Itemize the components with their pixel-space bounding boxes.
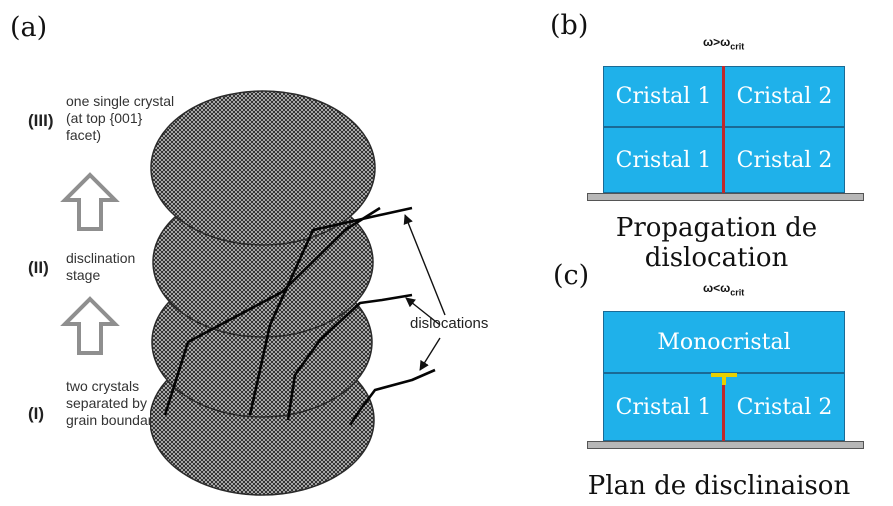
panel-c-substrate <box>587 441 864 449</box>
panel-a-letter: (a) <box>10 12 48 43</box>
panel-b-substrate <box>587 193 864 201</box>
omega-condition-b-sub: crit <box>730 41 745 52</box>
panel-b-top-crystal-1: Cristal 1 <box>603 66 724 127</box>
dislocations-label: dislocations <box>410 315 489 332</box>
panel-b-grain-boundary-line <box>722 66 725 193</box>
omega-condition-c: ω<ωcrit <box>703 281 744 297</box>
panel-c-letter: (c) <box>553 260 590 291</box>
omega-condition-c-symbol: ω<ω <box>703 281 731 295</box>
up-arrow-icon <box>60 296 120 355</box>
stage-three-text: one single crystal (at top {001} facet) <box>66 93 175 143</box>
stage-one: (I) two crystals separated by grain boun… <box>28 378 168 458</box>
stacked-crystal-discs <box>150 90 446 496</box>
panel-c-crystal-2: Cristal 2 <box>724 373 845 441</box>
stage-three-roman: (III) <box>28 111 54 130</box>
panel-c-monocrystal: Monocristal <box>603 311 845 373</box>
stage-one-text: two crystals separated by grain boundary <box>66 378 160 428</box>
disclination-t-icon <box>711 373 737 385</box>
panel-b-caption: Propagation de dislocation <box>615 213 818 273</box>
panel-b-bottom-crystal-1: Cristal 1 <box>603 127 724 193</box>
omega-condition-b-symbol: ω>ω <box>703 35 731 49</box>
stage-one-roman: (I) <box>28 404 45 423</box>
panel-b-bottom-crystal-2: Cristal 2 <box>724 127 845 193</box>
disc-stage-three <box>150 90 376 246</box>
panel-b-letter: (b) <box>550 10 589 41</box>
stage-three: (III) one single crystal (at top {001} f… <box>28 93 178 183</box>
dislocation-lines <box>163 206 436 426</box>
panel-b-bottom-row: Cristal 1 Cristal 2 <box>603 127 845 193</box>
panel-c-grain-boundary-line <box>722 380 725 441</box>
stage-two-text: disclination stage <box>66 250 136 283</box>
panel-c-bottom-row: Cristal 1 Cristal 2 <box>603 373 845 441</box>
panel-b-top-crystal-2: Cristal 2 <box>724 66 845 127</box>
omega-condition-b: ω>ωcrit <box>703 35 744 51</box>
panel-c-caption: Plan de disclinaison <box>587 471 851 501</box>
stage-two-roman: (II) <box>28 258 49 277</box>
stage-two: (II) disclination stage <box>28 250 158 290</box>
panel-c-crystal-1: Cristal 1 <box>603 373 724 441</box>
dislocation-pointer-arrows <box>403 214 446 371</box>
omega-condition-c-sub: crit <box>730 287 745 298</box>
up-arrow-icon <box>60 172 120 231</box>
panel-b-top-row: Cristal 1 Cristal 2 <box>603 66 845 127</box>
